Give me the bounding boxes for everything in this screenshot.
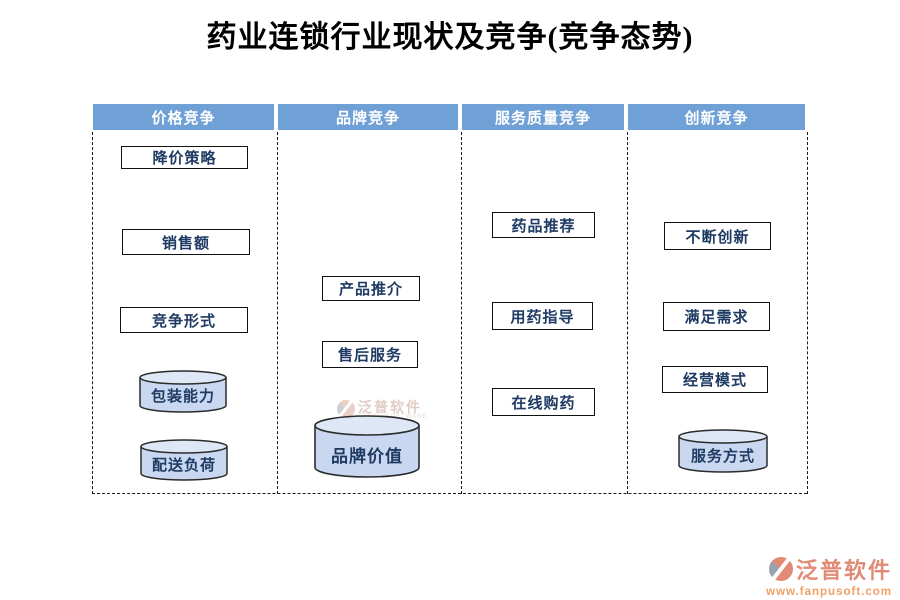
node-medication-guidance: 用药指导 (492, 302, 593, 330)
node-business-model: 经营模式 (662, 366, 768, 393)
node-label: 在线购药 (511, 394, 576, 412)
fanpusoft-logo-link[interactable]: 泛普软件 www.fanpusoft.com (766, 553, 892, 598)
node-online-drug-purchase: 在线购药 (492, 388, 595, 416)
logo-name: 泛普软件 (795, 558, 892, 583)
node-after-sales-service: 售后服务 (322, 341, 418, 368)
node-label: 产品推介 (338, 281, 403, 298)
node-competition-form: 竞争形式 (120, 307, 248, 333)
node-label: 用药指导 (510, 308, 575, 326)
node-price-cut-strategy: 降价策略 (121, 146, 248, 169)
node-sales-volume: 销售额 (122, 229, 250, 255)
cylinder-shape-icon (139, 370, 227, 413)
node-service-mode: 服务方式 (678, 429, 768, 473)
lane-header-brand-competition: 品牌竞争 (278, 104, 458, 130)
node-label: 不断创新 (685, 228, 750, 246)
node-product-promotion: 产品推介 (322, 276, 420, 301)
node-meet-demand: 满足需求 (663, 302, 770, 331)
fanpu-logo-icon (337, 400, 355, 418)
lane-header-service-quality-competition: 服务质量竞争 (462, 104, 624, 130)
node-label: 药品推荐 (511, 217, 576, 235)
lane-header-price-competition: 价格竞争 (93, 104, 274, 130)
lane-header-innovation-competition: 创新竞争 (628, 104, 805, 130)
node-label: 配送负荷 (151, 457, 216, 474)
cylinder-shape-icon (140, 439, 228, 481)
node-brand-value: 品牌价值 (314, 415, 420, 478)
fanpu-logo-icon (768, 557, 793, 581)
lane-divider (627, 132, 628, 494)
node-label: 降价策略 (152, 150, 217, 167)
cylinder-shape-icon (314, 415, 420, 478)
node-label: 满足需求 (684, 309, 749, 326)
lane-divider (807, 132, 808, 494)
node-drug-recommendation: 药品推荐 (492, 212, 595, 238)
node-label: 包装能力 (150, 388, 215, 405)
lane-divider (277, 132, 278, 494)
node-label: 服务方式 (690, 448, 755, 465)
lane-bottom-border (92, 493, 807, 494)
lane-divider (461, 132, 462, 494)
node-delivery-load: 配送负荷 (140, 439, 228, 481)
node-continuous-innovation: 不断创新 (664, 222, 771, 250)
watermark-name: 泛普软件 (358, 399, 422, 415)
node-label: 品牌价值 (331, 447, 403, 466)
page-title: 药业连锁行业现状及竞争(竞争态势) (206, 21, 694, 54)
node-label: 竞争形式 (151, 312, 216, 330)
node-packaging-capacity: 包装能力 (139, 370, 227, 413)
logo-url: www.fanpusoft.com (766, 586, 892, 598)
node-label: 销售额 (161, 234, 210, 252)
lane-divider (92, 132, 93, 494)
cylinder-shape-icon (678, 429, 768, 473)
node-label: 经营模式 (682, 372, 747, 389)
node-label: 售后服务 (337, 347, 402, 364)
